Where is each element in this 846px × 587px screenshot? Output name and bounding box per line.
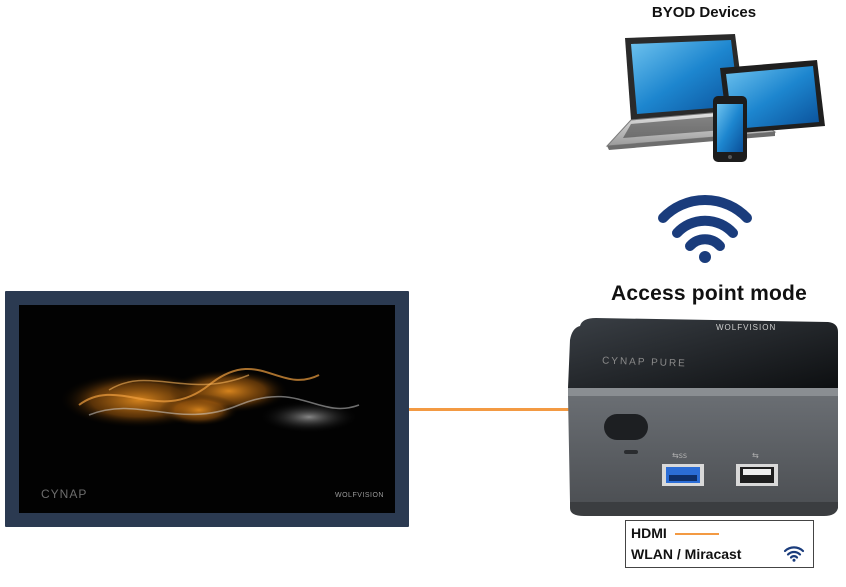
usb-port-black — [736, 464, 778, 486]
power-button — [604, 414, 648, 440]
hdmi-connection-line — [409, 408, 571, 411]
access-point-mode-title: Access point mode — [611, 282, 807, 305]
svg-text:⇆ss: ⇆ss — [672, 451, 687, 460]
legend-hdmi-line — [675, 533, 719, 535]
device-brand-wolfvision: WOLFVISION — [716, 323, 777, 332]
cynap-pure-device: ⇆ss ⇆ — [568, 318, 838, 516]
display-screen: CYNAP WOLFVISION — [19, 305, 395, 513]
byod-devices-title: BYOD Devices — [651, 4, 757, 21]
display-brand-wolfvision: WOLFVISION — [335, 492, 384, 499]
phone-icon — [713, 96, 747, 162]
legend: HDMI WLAN / Miracast — [625, 520, 814, 568]
svg-text:⇆: ⇆ — [752, 451, 759, 460]
legend-wifi-icon — [783, 546, 805, 562]
wifi-icon — [658, 195, 752, 263]
smoke-graphic — [59, 367, 360, 433]
legend-hdmi-label: HDMI — [631, 525, 667, 541]
byod-devices-icon — [605, 34, 825, 162]
usb-port-blue — [662, 464, 704, 486]
display-brand-cynap: CYNAP — [41, 487, 88, 501]
legend-wlan-label: WLAN / Miracast — [631, 546, 742, 562]
